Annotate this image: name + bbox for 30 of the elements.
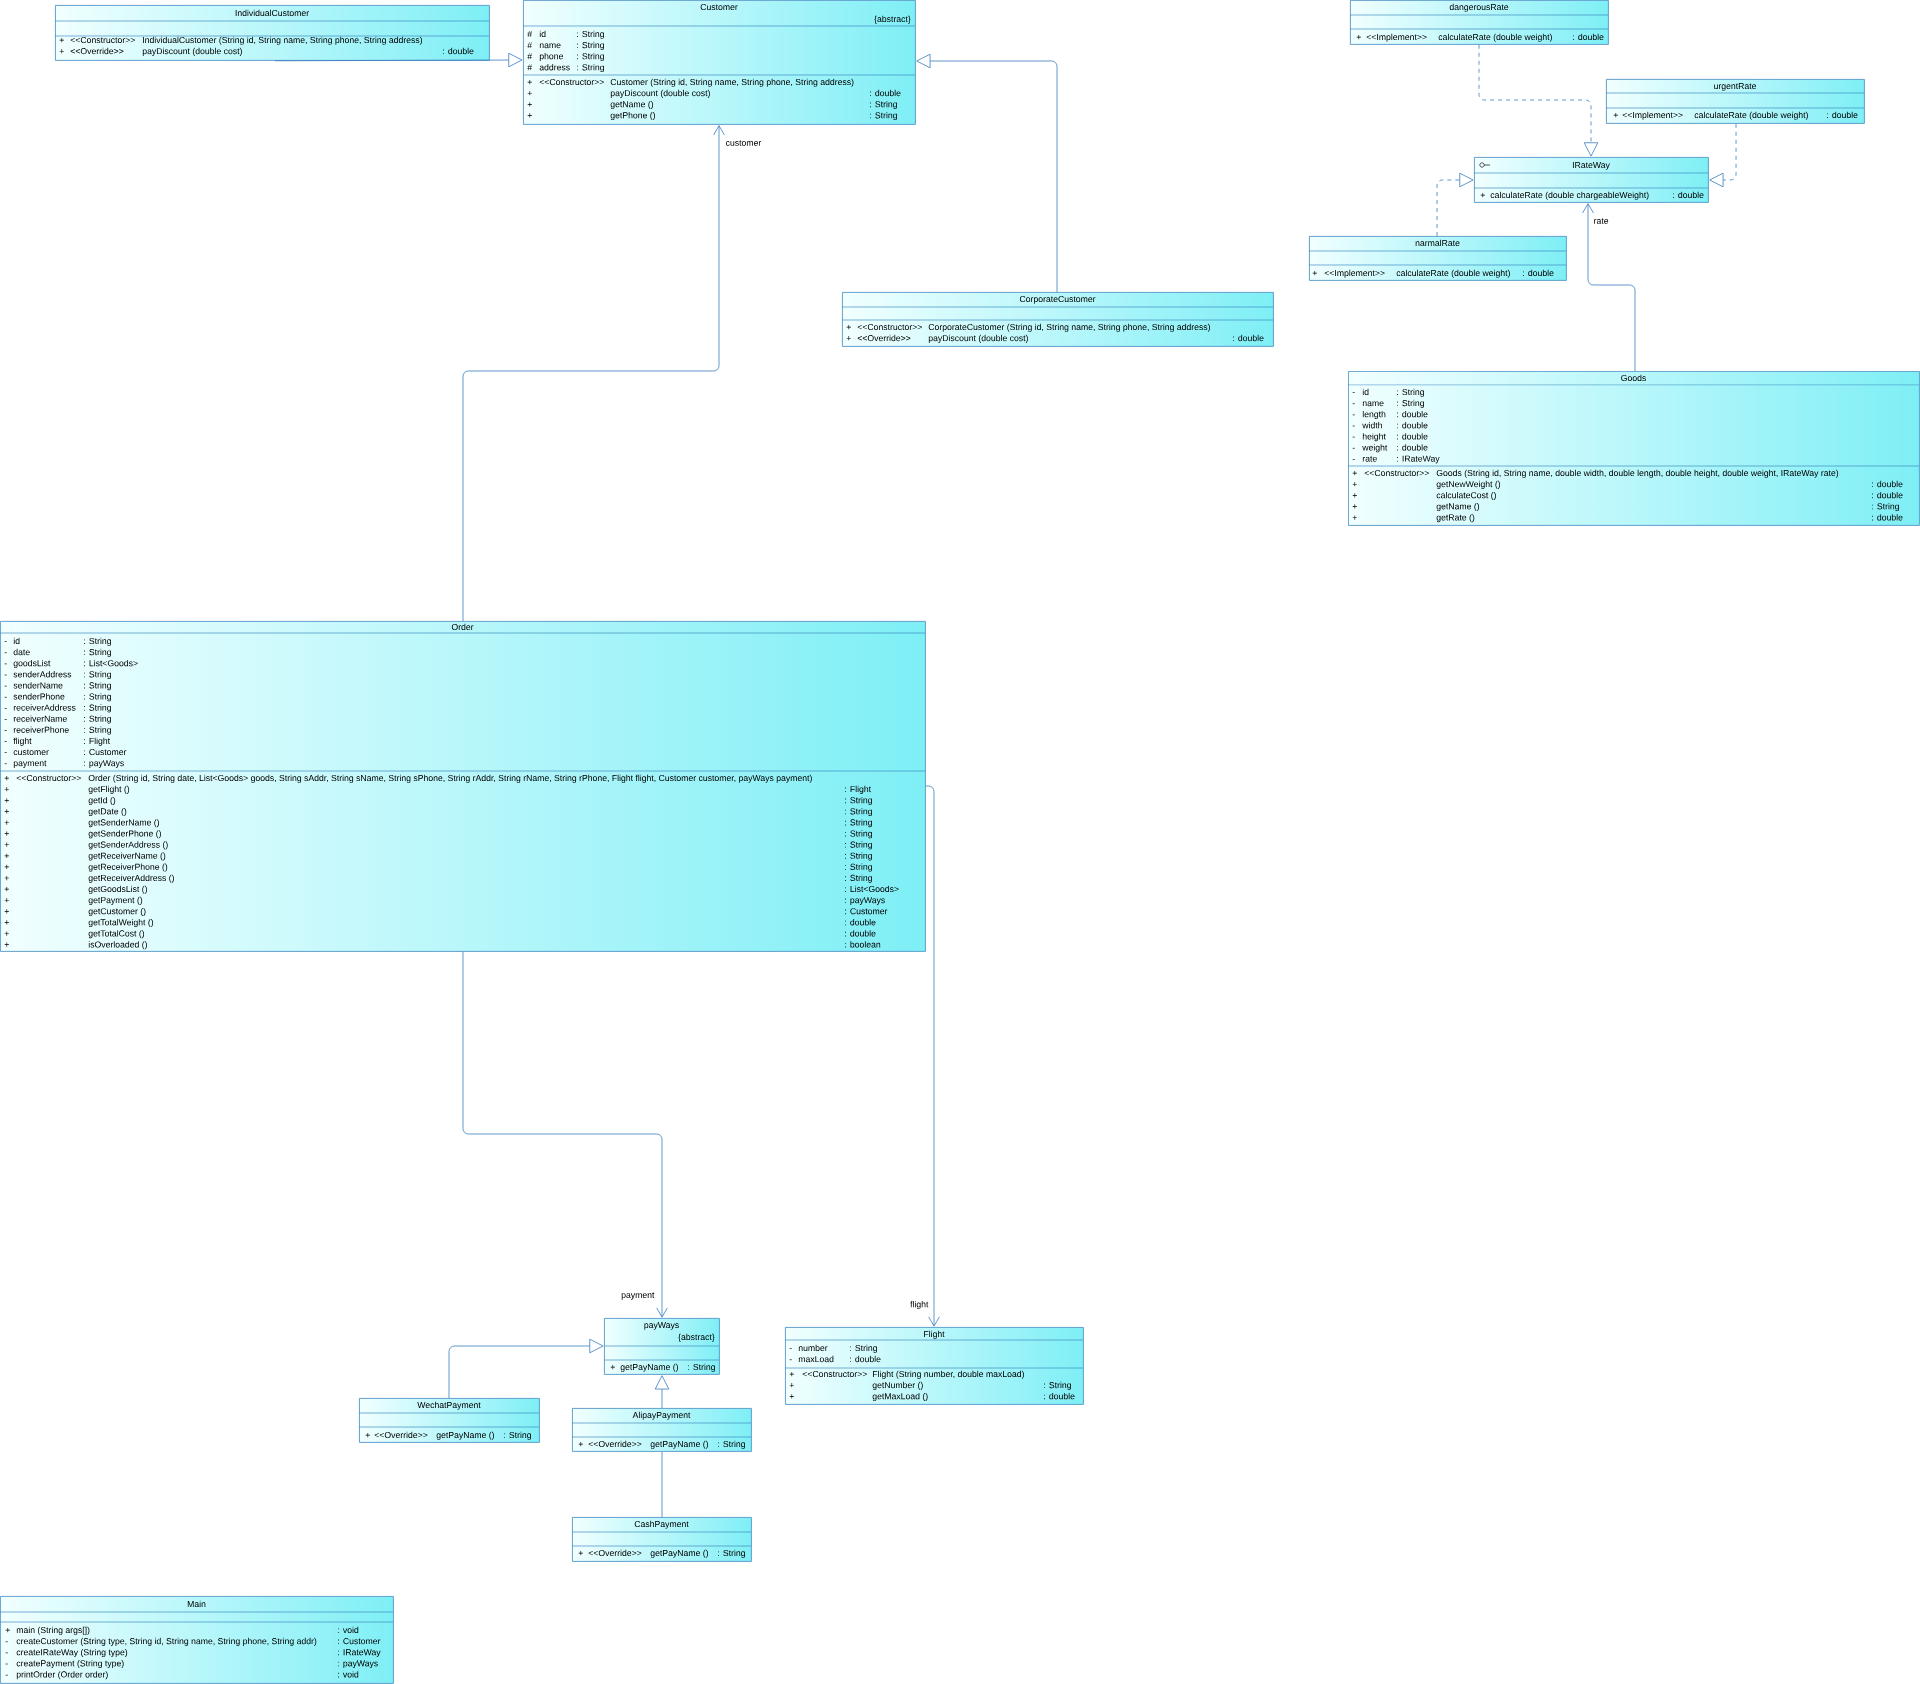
edge-label: rate <box>1592 216 1610 226</box>
class-box: urgentRate + <<Implement>> calculateRate (double weight) : double <box>1605 79 1865 124</box>
class-box: Goods - id : String - name : String - length : double - width : double - height : double - weight : double - rate : IRateWay + <<Constructor>> Goods (String id, String name, double width, double length, double height, double weight, IRateWay rate) + getNewWeight () : double + calculateCost () : double + getName () : String + getRate () : double <box>1347 371 1920 526</box>
class-box: WechatPayment + <<Override>> getPayName () : String <box>358 1398 540 1443</box>
class-box: IndividualCustomer + <<Constructor>> IndividualCustomer (String id, String name, String phone, String address) + <<Override>> payDiscount (double cost) : double <box>54 5 490 61</box>
connector <box>1436 172 1474 237</box>
connector <box>916 53 1058 293</box>
connector <box>654 1375 670 1409</box>
connector <box>1582 203 1636 372</box>
connector <box>462 951 668 1318</box>
connector <box>1478 44 1599 157</box>
edge-label: customer <box>724 138 763 148</box>
class-box: Flight - number : String - maxLoad : double + <<Constructor>> Flight (String number, double maxLoad) + getNumber () : String + getMaxLoad () : double <box>784 1327 1084 1405</box>
connector <box>274 52 523 68</box>
connector <box>1709 123 1737 188</box>
connector <box>448 1338 604 1399</box>
class-box: payWays {abstract} + getPayName () : String <box>603 1318 720 1375</box>
connector <box>462 125 725 622</box>
class-box: Main + main (String args[]) : void - createCustomer (String type, String id, String name, String phone, String addr) : Customer - createIRateWay (String type) : IRateWay - createPayment (String type) : payWays - printOrder (Order order) : void <box>0 1596 394 1684</box>
connector <box>925 785 940 1327</box>
class-box: dangerousRate + <<Implement>> calculateRate (double weight) : double <box>1349 0 1609 45</box>
class-box: narmalRate + <<Implement>> calculateRate (double weight) : double <box>1308 236 1567 281</box>
class-box: CashPayment + <<Override>> getPayName () : String <box>571 1517 752 1562</box>
edge-label: flight <box>908 1299 930 1311</box>
class-box: CorporateCustomer + <<Constructor>> CorporateCustomer (String id, String name, String phone, String address) + <<Override>> payDiscount (double cost) : double <box>841 292 1274 347</box>
edge-label: payment <box>619 1290 656 1302</box>
class-box: AlipayPayment + <<Override>> getPayName () : String <box>571 1408 752 1452</box>
class-box: Order - id : String - date : String - goodsList : List<Goods> - senderAddress : String - senderName : String - senderPhone : String - receiverAddress : String - receiverName : String - receiverPhone : String - flight : Flight - customer : Customer - payment : payWays + <<Constructor>> Order (String id, String date, List<Goods> goods, String sAddr, String sName, String sPhone, String rAddr, String rName, String rPhone, Flight flight, Customer customer, payWays payment) + getFlight () : Flight + getId () : String + getDate () : String + getSenderName () : String + getSenderPhone () : String + getSenderAddress () : String + getReceiverName () : String + getReceiverPhone () : String + getReceiverAddress () : String + getGoodsList () : List<Goods> + getPayment () : payWays + getCustomer () : Customer + getTotalWeight () : double + getTotalCost () : double + isOverloaded () : boolean <box>0 621 926 952</box>
connector <box>661 1451 663 1518</box>
class-box: Customer {abstract} # id : String # name : String # phone : String # address : String + <<Constructor>> Customer (String id, String name, String phone, String address) + payDiscount (double cost) : double + getName () : String + getPhone () : String <box>522 0 916 125</box>
